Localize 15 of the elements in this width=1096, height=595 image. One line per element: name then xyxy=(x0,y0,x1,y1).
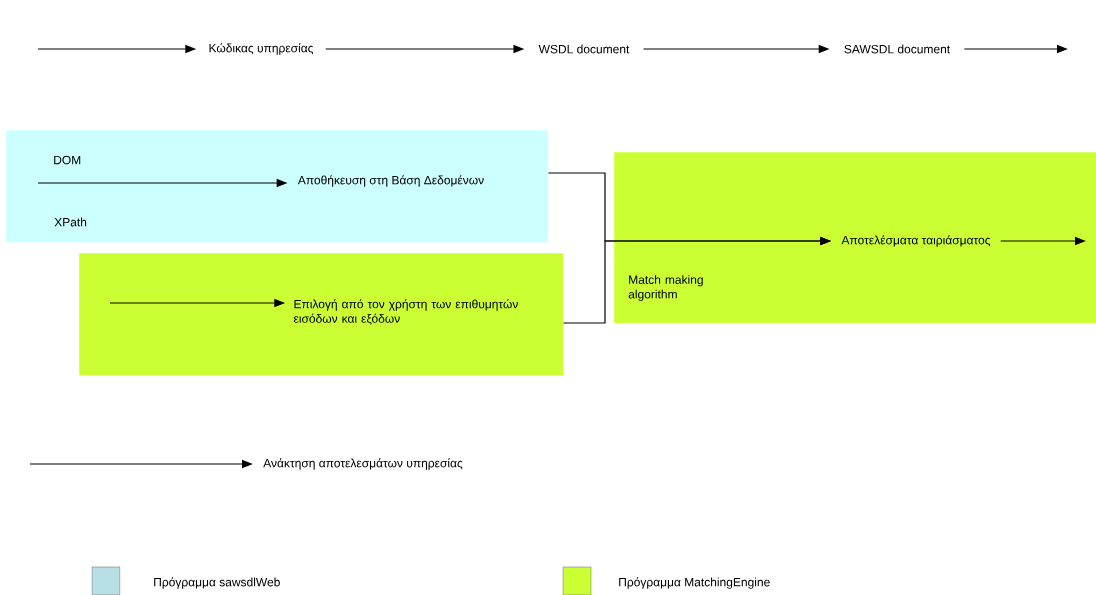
node-text: Ανάκτηση αποτελεσμάτων υπηρεσίας xyxy=(263,458,463,470)
panel-background xyxy=(79,253,564,376)
node-text: Αποθήκευση στη Βάση Δεδομένων xyxy=(297,175,484,187)
edge-label: Match making algorithm xyxy=(628,275,703,301)
node-text: WSDL document xyxy=(538,44,630,54)
node-text: Επιλογή από τον χρήστη των επιθυμητών εισόδων και εξόδων xyxy=(293,299,518,325)
node-text: Αποτελέσματα ταιριάσματος xyxy=(841,235,991,247)
note-text: XPath xyxy=(54,217,87,227)
node-text: Κώδικας υπηρεσίας xyxy=(209,43,314,55)
panel-background xyxy=(614,152,1096,324)
legend-text: Πρόγραμμα MatchingEngine xyxy=(619,577,770,589)
panel-background xyxy=(6,130,549,243)
legend-text: Πρόγραμμα sawsdlWeb xyxy=(154,577,280,589)
edge-label: DOM xyxy=(54,155,81,165)
node-text: SAWSDL document xyxy=(844,44,951,54)
